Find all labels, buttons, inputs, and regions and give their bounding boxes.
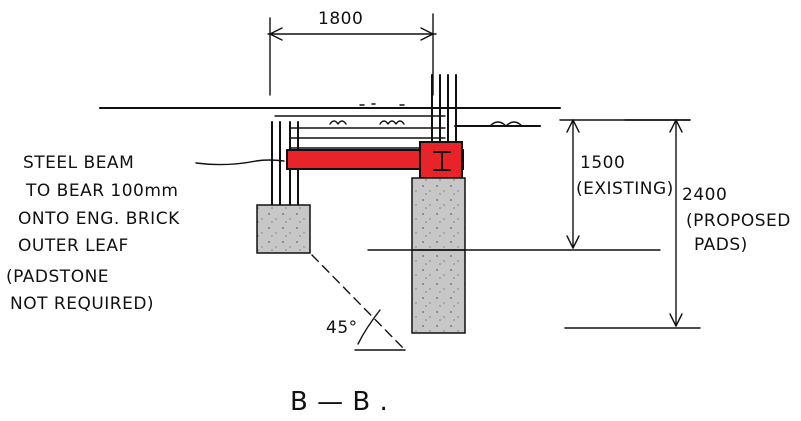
note-line-4: OUTER LEAF: [18, 236, 129, 256]
right-wall: [431, 74, 457, 146]
angle-line: 45°: [311, 254, 406, 351]
existing-note: (EXISTING): [576, 179, 674, 199]
note-line-1: STEEL BEAM: [23, 153, 134, 173]
dimension-existing: 1500 (EXISTING): [566, 119, 674, 249]
steel-beam-bearing: [419, 141, 463, 179]
angle-label: 45°: [326, 318, 358, 338]
beam-note: STEEL BEAM TO BEAR 100mm ONTO ENG. BRICK…: [6, 153, 180, 314]
proposed-note-1: (PROPOSED: [686, 211, 791, 231]
section-label: B — B .: [290, 387, 388, 417]
note-line-2: TO BEAR 100mm: [25, 181, 179, 201]
existing-foundation: [411, 177, 466, 334]
dimension-proposed: 2400 (PROPOSED PADS): [669, 119, 791, 327]
left-pad: [256, 204, 311, 254]
note-leader: [195, 159, 285, 166]
width-label: 1800: [318, 9, 363, 29]
proposed-note-2: PADS): [694, 235, 748, 255]
note-line-5: (PADSTONE: [6, 267, 109, 287]
note-line-3: ONTO ENG. BRICK: [18, 209, 180, 229]
i-beam-icon: [433, 151, 451, 171]
note-line-6: NOT REQUIRED): [10, 294, 154, 314]
floor-slab: [99, 103, 691, 149]
existing-value: 1500: [580, 153, 625, 173]
proposed-value: 2400: [682, 185, 727, 205]
dimension-width: 1800: [267, 9, 437, 96]
